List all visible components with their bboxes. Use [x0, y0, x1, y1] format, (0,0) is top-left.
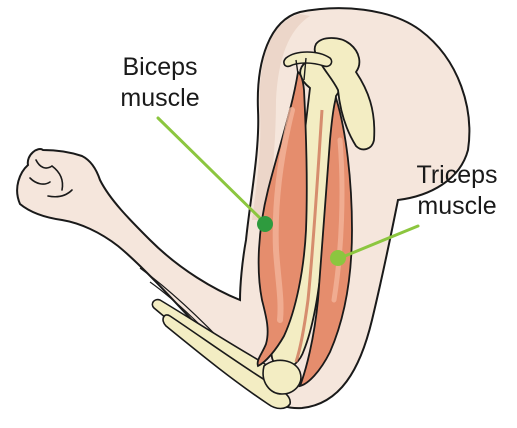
triceps-label-line1: Triceps [398, 160, 516, 191]
biceps-pointer-dot [257, 216, 273, 232]
biceps-label-line1: Biceps [108, 52, 212, 83]
biceps-pointer-line [158, 118, 264, 222]
triceps-pointer-dot [330, 250, 346, 266]
triceps-label: Triceps muscle [398, 160, 516, 222]
elbow-joint [263, 360, 301, 394]
triceps-label-line2: muscle [398, 191, 516, 222]
biceps-label-line2: muscle [108, 83, 212, 114]
biceps-label: Biceps muscle [108, 52, 212, 114]
